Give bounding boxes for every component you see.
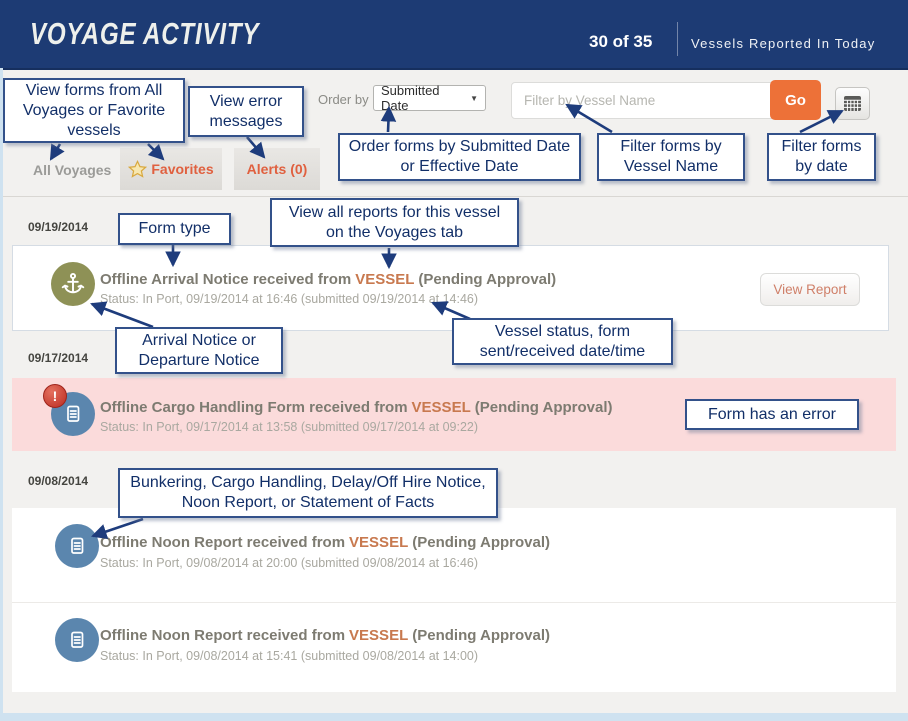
report-title-suffix: (Pending Approval) <box>412 627 551 644</box>
vessel-link[interactable]: VESSEL <box>349 534 409 551</box>
report-row-card <box>12 245 889 331</box>
report-title-text: Offline Arrival Notice received from <box>100 271 352 288</box>
go-button[interactable]: Go <box>770 80 821 120</box>
star-icon <box>128 160 148 178</box>
tab-alerts[interactable]: Alerts (0) <box>234 148 320 190</box>
view-report-button[interactable]: View Report <box>760 273 860 306</box>
page-title: VOYAGE ACTIVITY <box>30 16 260 51</box>
callout-filter-vessel: Filter forms by Vessel Name <box>597 133 745 181</box>
anchor-icon <box>51 262 95 306</box>
callout-filter-date: Filter forms by date <box>767 133 876 181</box>
tab-favorites-label: Favorites <box>151 161 214 177</box>
tab-divider <box>0 196 908 197</box>
tab-favorites[interactable]: Favorites <box>120 148 222 190</box>
order-by-label: Order by <box>318 92 369 107</box>
header-divider <box>677 22 678 56</box>
date-group-label: 09/08/2014 <box>28 474 89 488</box>
row-divider <box>12 602 896 603</box>
report-title-text: Offline Noon Report received from <box>100 627 346 644</box>
callout-order-forms: Order forms by Submitted Date or Effecti… <box>338 133 581 181</box>
report-title-text: Offline Cargo Handling Form received fro… <box>100 399 408 416</box>
report-status: Status: In Port, 09/17/2014 at 13:58 (su… <box>100 420 479 434</box>
callout-view-forms: View forms from All Voyages or Favorite … <box>3 78 185 143</box>
vessel-name-filter-input[interactable] <box>511 82 772 119</box>
vessels-reported-count: 30 of 35 <box>589 32 653 51</box>
app-header: VOYAGE ACTIVITY 30 of 35 Vessels Reporte… <box>0 0 908 70</box>
date-filter-button[interactable] <box>835 87 870 120</box>
tab-all-voyages[interactable]: All Voyages <box>33 162 112 178</box>
vessel-link[interactable]: VESSEL <box>411 399 471 416</box>
order-by-dropdown[interactable]: Submitted Date ▼ <box>373 83 486 113</box>
report-title-suffix: (Pending Approval) <box>474 399 613 416</box>
document-icon <box>55 524 99 568</box>
callout-view-errors: View error messages <box>188 86 304 137</box>
calendar-icon <box>844 96 861 111</box>
report-title-text: Offline Noon Report received from <box>100 534 346 551</box>
date-group-label: 09/19/2014 <box>28 220 89 234</box>
error-badge-icon: ! <box>43 384 67 408</box>
callout-form-type: Form type <box>118 213 231 245</box>
report-status: Status: In Port, 09/08/2014 at 20:00 (su… <box>100 556 479 570</box>
window-frame-bottom <box>0 713 908 721</box>
callout-form-error: Form has an error <box>685 399 859 430</box>
report-title-suffix: (Pending Approval) <box>418 271 557 288</box>
report-title: Offline Cargo Handling Form received fro… <box>100 399 613 416</box>
report-rows-block <box>12 508 896 692</box>
report-status: Status: In Port, 09/08/2014 at 15:41 (su… <box>100 649 479 663</box>
report-status: Status: In Port, 09/19/2014 at 16:46 (su… <box>100 292 479 306</box>
callout-vessel-status: Vessel status, form sent/received date/t… <box>452 318 673 365</box>
date-group-label: 09/17/2014 <box>28 351 89 365</box>
window-frame-left <box>0 68 3 721</box>
order-by-selected-value: Submitted Date <box>381 83 440 113</box>
chevron-down-icon: ▼ <box>470 93 478 103</box>
document-icon <box>55 618 99 662</box>
report-title-suffix: (Pending Approval) <box>412 534 551 551</box>
callout-arrival-departure: Arrival Notice or Departure Notice <box>115 327 283 374</box>
vessel-link[interactable]: VESSEL <box>355 271 415 288</box>
callout-form-types: Bunkering, Cargo Handling, Delay/Off Hir… <box>118 468 498 518</box>
callout-view-all-reports: View all reports for this vessel on the … <box>270 198 519 247</box>
vessel-link[interactable]: VESSEL <box>349 627 409 644</box>
vessels-reported-caption: Vessels Reported In Today <box>691 36 876 51</box>
document-icon: ! <box>43 384 95 436</box>
tab-alerts-label: Alerts (0) <box>246 161 308 177</box>
